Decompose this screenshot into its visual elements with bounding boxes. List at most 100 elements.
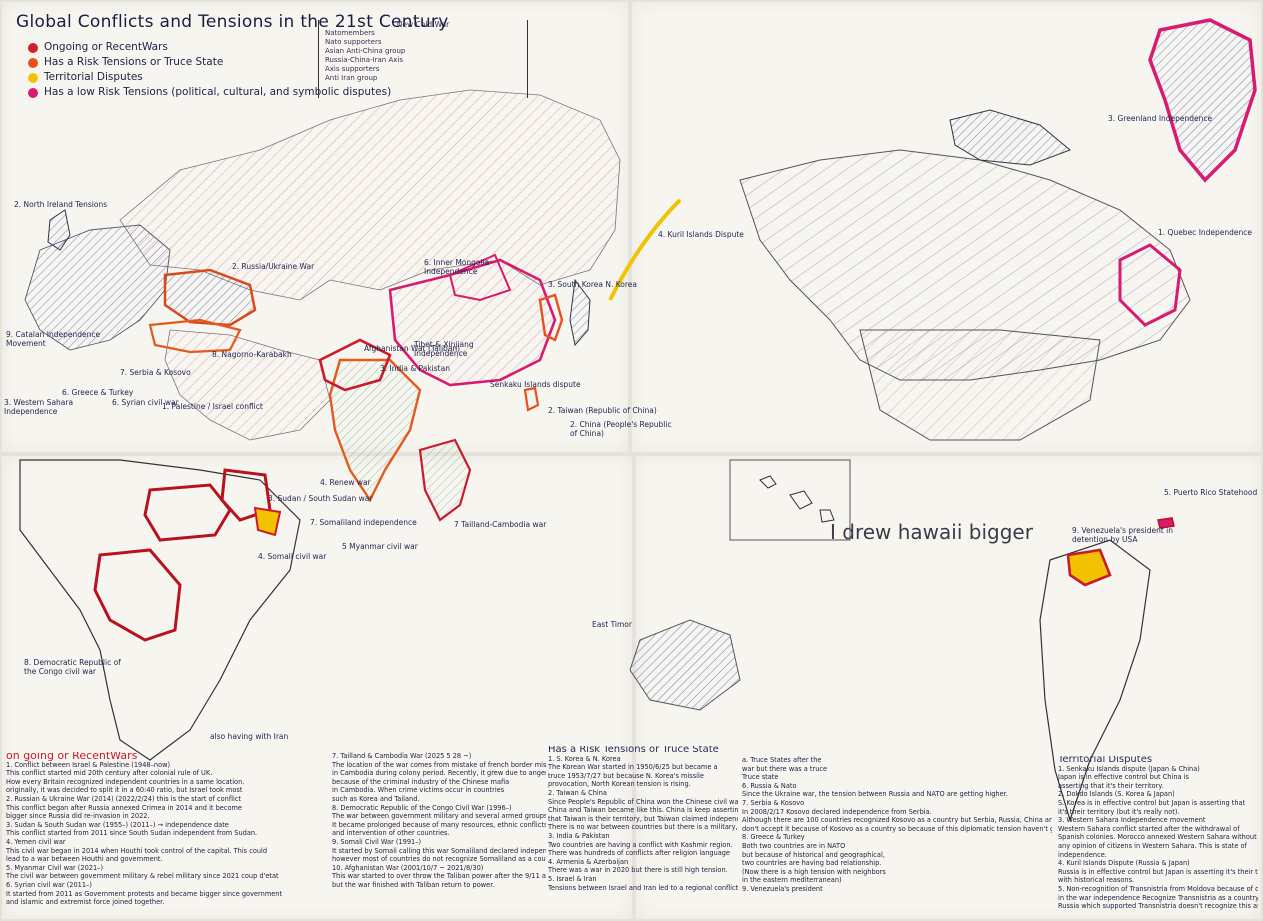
note-line: The civil war between government militar… <box>6 872 279 881</box>
cold-war-legend-item: Russia-China-Iran Axis <box>325 56 403 64</box>
note-line: 3. Sudan & South Sudan war (1955–) (2011… <box>6 820 229 829</box>
legend-label: Territorial Disputes <box>44 71 143 83</box>
notes-ongoing-header: on going or RecentWars <box>6 752 138 762</box>
greenland-region <box>1148 18 1257 183</box>
note-line: 6. Syrian civil war (2011–) <box>6 880 92 889</box>
note-line: 9. Venezuela's president <box>742 884 823 893</box>
note-line: This civil war began in 2014 when Houthi… <box>6 846 268 855</box>
map-label-east-timor: East Timor <box>592 620 632 629</box>
map-label-taiwan: 2. Taiwan (Republic of China) <box>548 406 657 415</box>
note-line: two countries are having bad relationshi… <box>742 859 882 868</box>
note-line: Truce state <box>742 773 779 782</box>
arctic-islands <box>949 109 1071 166</box>
map-label-south-north-korea: 3. South Korea N. Korea <box>548 280 638 289</box>
note-line: in Cambodia during colony period. Recent… <box>332 769 546 778</box>
map-label-north-ireland: 2. North Ireland Tensions <box>14 200 108 209</box>
map-label-syrian-war: 6. Syrian civil war <box>112 398 179 407</box>
notes-territorial-header: Territorial Disputes <box>1058 756 1153 765</box>
note-line: asserting that it's their territory. <box>1058 781 1164 790</box>
map-label-sudan: 3. Sudan / South Sudan war <box>268 494 373 503</box>
note-line: S. Korea is in effective control but Jap… <box>1058 798 1246 807</box>
note-line: 4. Armenia & Azerbaijan <box>548 857 629 866</box>
map-label-russia-ukraine: 2. Russia/Ukraine War <box>232 262 315 271</box>
note-line: There was hundreds of conflicts after re… <box>548 849 731 858</box>
note-line: provocation, North Korean tension is ris… <box>548 780 691 789</box>
note-line: any opinion of citizens in Western Sahar… <box>1058 841 1247 850</box>
note-line: 3. Western Sahara Independence movement <box>1058 816 1206 825</box>
note-line: It became prolonged because of many reso… <box>332 820 546 829</box>
note-line: 4. Yemen civil war <box>6 837 66 846</box>
note-line: 2. Russian & Ukraine War (2014) (2022/2/… <box>6 794 242 803</box>
inner-mongolia-region <box>448 253 512 302</box>
legend-dot <box>28 72 38 83</box>
note-line: Russia is in effective control but Japan… <box>1058 867 1258 876</box>
notes-territorial: Territorial Disputes 1. Senkaku Islands … <box>1058 756 1258 918</box>
note-line: There was a war in 2020 but there is sti… <box>548 866 728 875</box>
note-line: 4. Kuril Islands Dispute (Russia & Japan… <box>1058 859 1190 868</box>
note-line: war but there was a truce <box>742 764 828 773</box>
kuril-islands-arc <box>608 198 682 301</box>
note-line: and islamic and extremist force joined t… <box>6 898 165 907</box>
map-label-palestine: 1. Palestine / Israel conflict <box>162 402 263 411</box>
note-line: 9. Somali Civil War (1991–) <box>332 837 422 846</box>
note-line: in the eastern mediterranean) <box>742 876 842 885</box>
note-line: Russia which supported Transnistria does… <box>1058 902 1258 911</box>
russia-region <box>119 89 621 301</box>
hawaii-box <box>729 459 851 541</box>
britain-island <box>47 209 71 251</box>
legend-item: Territorial Disputes <box>28 70 391 85</box>
notes-middle: 7. Tailland & Cambodia War (2025 5 28 ~)… <box>332 752 546 918</box>
congo-region <box>93 548 182 642</box>
map-label-drc: 8. Democratic Republic of the Congo civi… <box>24 658 121 676</box>
map-label-somali-war: 4. Somali civil war <box>258 552 327 561</box>
map-label-renew-war: 4. Renew war <box>320 478 371 487</box>
afghanistan-pakistan-region <box>318 338 392 392</box>
note-line: that Taiwan is their territory, but Taiw… <box>548 814 738 823</box>
note-line: China and Taiwan became like this. China… <box>548 806 738 815</box>
map-label-india-pakistan: 3. India & Pakistan <box>380 364 450 373</box>
venezuela-region <box>1066 548 1112 587</box>
africa-region <box>19 459 301 761</box>
notes-middle-lines: 7. Tailland & Cambodia War (2025 5 28 ~)… <box>332 752 546 890</box>
notes-risk: Has a Risk Tensions or Truce State 1. S.… <box>548 746 738 918</box>
map-label-somaliland: 7. Somaliland independence <box>310 518 417 527</box>
cold-war-legend-item: Axis supporters <box>325 65 380 73</box>
note-line: 8. Greece & Turkey <box>742 833 805 842</box>
map-label-inner-mongolia: 6. Inner Mongolia Independence <box>424 258 490 276</box>
note-line: The Korean War started in 1950/6/25 but … <box>548 763 718 772</box>
note-line: independence. <box>1058 850 1107 859</box>
india-region <box>328 358 422 503</box>
south-america-region <box>1039 539 1151 822</box>
note-line: Tensions between Israel and Iran led to … <box>548 883 738 892</box>
note-line: 5. Myanmar Civil war (2021–) <box>6 863 104 872</box>
note-line: but the war finished with Taliban return… <box>332 880 495 889</box>
map-label-thailand-cambodia: 7 Tailland-Cambodia war <box>454 520 547 529</box>
note-line: because of the criminal industry of the … <box>332 777 510 786</box>
southeast-asia-region <box>418 438 472 522</box>
note-line: Both two countries are in NATO <box>742 841 846 850</box>
north-america-region <box>739 149 1191 381</box>
note-line: 7. Serbia & Kosovo <box>742 798 805 807</box>
note-line: but because of historical and geographic… <box>742 850 885 859</box>
note-line: don't accept it because of Kosovo as a c… <box>742 824 1052 833</box>
map-sheet-southeast <box>636 456 1261 919</box>
note-line: a. Truce States after the <box>742 756 822 764</box>
note-line: Western Sahara conflict started after th… <box>1058 824 1240 833</box>
note-line: How every Britain recognized independent… <box>6 777 245 786</box>
note-line: 2. Dokdo Islands (S. Korea & Japan) <box>1058 790 1175 799</box>
map-label-myanmar: 5 Myanmar civil war <box>342 542 418 551</box>
cold-war-legend-item: Asian Anti-China group <box>325 47 406 55</box>
legend-item: Ongoing or RecentWars <box>28 40 391 55</box>
note-line: This war started to over throw the Talib… <box>332 872 546 881</box>
europe-region <box>24 224 171 351</box>
note-line: 5. Israel & Iran <box>548 874 597 883</box>
cold-war-legend: New Cold War Natomembers Nato supporters… <box>318 20 528 98</box>
note-line: lead to a war between Houthi and governm… <box>6 855 163 864</box>
note-line: in Cambodia. When crime victims occur in… <box>332 786 505 795</box>
note-line: 1. Conflict between Israel & Palestine (… <box>6 760 171 769</box>
note-line: however most of countries do not recogni… <box>332 855 546 864</box>
puerto-rico-island <box>1157 517 1175 529</box>
cold-war-legend-item: Anti Iran group <box>325 74 378 82</box>
